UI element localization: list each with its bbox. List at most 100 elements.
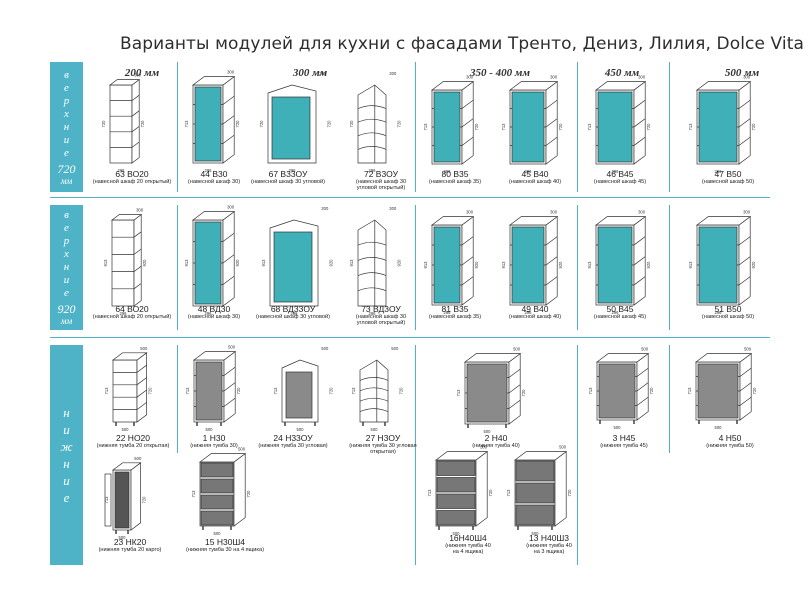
cabinet-shape [694,352,753,424]
module-code: 81 В35 [441,304,469,314]
shelf-line [223,397,236,407]
module-code: 16Н40Ш4 [449,533,487,543]
cabinet-top [430,216,475,226]
dimension-label: 500 [614,425,622,430]
module-description: (нижняя тумба 40 на 4 ящика) [445,542,491,556]
cabinet-body [357,219,387,307]
cabinet-door [597,91,633,163]
cabinet-shape [430,80,475,165]
cabinet-shape [357,219,387,307]
cabinet-shape [434,450,489,530]
module-caption: 47 В50(навесной шкаф 50) [678,170,778,185]
cabinet-top [108,79,141,86]
dimension-label: 720 [101,120,106,128]
cabinet-side [222,75,235,164]
dimension-label: 713 [688,123,693,131]
shelf-line [359,408,389,412]
divider [177,205,178,330]
dimension-label: 913 [501,261,506,269]
module-caption: 22 НО20(нижняя тумба 20 открытая) [83,434,183,449]
module-description: (нижняя тумба 30 угловая) [258,442,328,449]
shelf-line [461,99,474,109]
shelf-line [131,110,140,117]
cabinet-door [466,363,508,423]
dimension-label: 500 [214,531,222,536]
cabinet-door [698,226,738,304]
shelf-line [357,272,387,276]
cabinet-shape [269,219,319,307]
cabinet-side [508,352,521,425]
shelf-line [636,382,649,392]
dimension-label: 300 [638,210,646,215]
cabinet-top [430,81,475,91]
shelf-line [357,132,387,137]
module-description: (нижняя тумба 30 на 4 ящика) [186,546,264,553]
shelf-line [633,276,646,286]
cabinet-shape [463,352,522,428]
module-caption: 80 В35(навесной шкаф 35) [405,170,505,185]
module-caption: 72 В3ОУ(навесной шкаф 30 угловой открыты… [331,170,431,192]
cabinet-front [464,361,510,425]
cabinet-top [111,462,142,471]
shelf-line [223,366,236,376]
drawer-front [436,510,476,526]
module-caption: 4 Н50(нижняя тумба 50) [680,434,780,449]
module-caption: 68 ВД33ОУ(навесной шкаф 30 угловой) [243,305,343,320]
cabinet-front [435,459,477,527]
cabinet-side [633,80,646,165]
divider [50,197,770,198]
shelf-line [461,136,474,146]
dimension-label: 500 [206,427,214,432]
cabinet-front [109,84,133,164]
cabinet-front [596,361,638,421]
module-code: 45 В40 [521,169,549,179]
shelf-line [133,231,142,238]
module-caption: 24 Н33ОУ(нижняя тумба 30 угловая) [243,434,343,449]
shelf-line [357,105,387,109]
column-header-450: 450 мм [604,67,640,79]
shelf-line [136,389,147,398]
cabinet-top [192,351,237,361]
module-code: 4 Н50 [718,433,742,443]
cabinet-door [194,86,222,162]
shelf-line [636,396,649,406]
module-code: 49 В40 [521,304,549,314]
module-description: (навесной шкаф 45) [593,178,647,185]
shelf-line [131,126,140,133]
shelf-line [508,399,521,409]
column-header-200: 200 мм [124,67,160,79]
dimension-label: 920 [646,261,651,269]
dimension-label: 500 [371,427,379,432]
module-description: (нижняя тумба 40) [472,442,520,449]
dimension-label: 913 [184,259,189,267]
dimension-label: 720 [397,120,402,128]
dimension-label: 713 [427,489,432,497]
cabinet-side [131,78,140,164]
cabinet-front [431,89,463,165]
dimension-label: 913 [688,261,693,269]
cabinet-side [222,210,235,307]
shelf-line [222,232,235,242]
shelf-line [136,402,147,410]
dimension-label: 500 [513,347,521,352]
cabinet-top [191,76,236,86]
cabinet-shape [594,80,647,165]
module-description: (навесной шкаф 45) [593,313,647,320]
dimension-label: 713 [423,123,428,131]
cabinet-shape [191,210,236,307]
dimension-label: 720 [259,120,264,128]
module-caption: 73 ВД3ОУ(навесной шкаф 30 угловой открыт… [331,305,431,327]
module-description: (нижняя тумба 20 карго) [98,546,162,553]
dimension-label: 500 [140,346,148,351]
module-code: 67 В33ОУ [268,169,308,179]
shelf-line [636,367,649,377]
